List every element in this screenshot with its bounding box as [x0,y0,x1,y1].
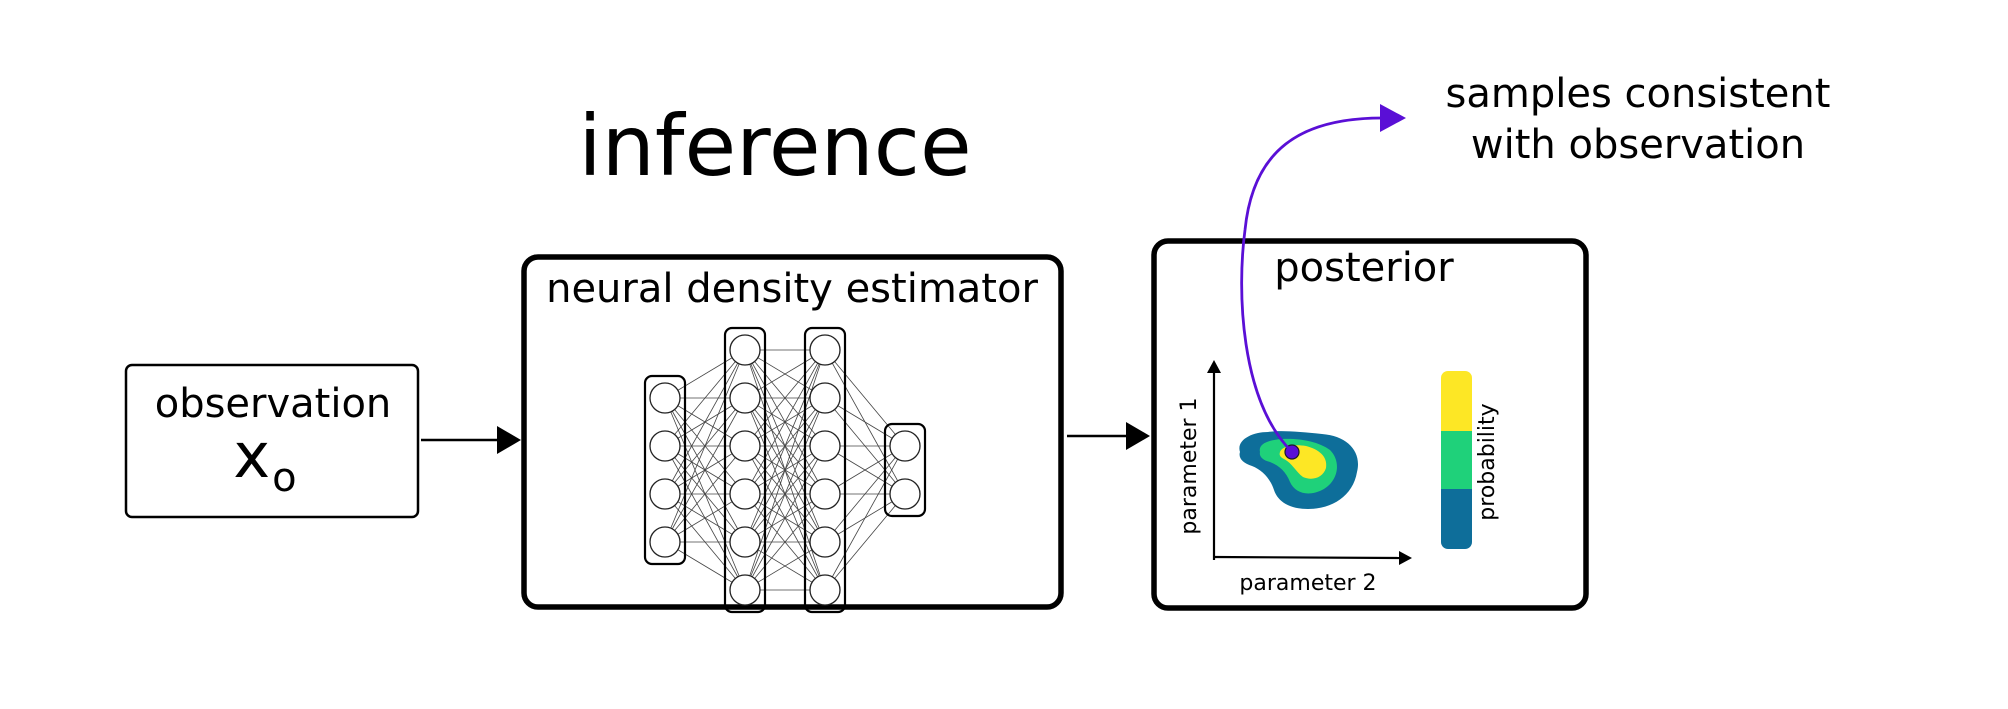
network-node [649,430,681,462]
network-connection [664,445,746,543]
neural-network [643,326,927,614]
network-node [729,478,761,510]
network-node [889,430,921,462]
probability-colorbar [1441,371,1472,549]
arrow-estimator-to-posterior [1067,422,1150,450]
network-connection [664,349,746,447]
sample-arrow [1240,104,1406,453]
network-node [729,334,761,366]
estimator-box: neural density estimator [521,254,1064,614]
network-node [729,382,761,414]
observation-label: observation [155,381,392,427]
network-connection [744,445,826,591]
network-connection [824,349,906,447]
network-node [809,382,841,414]
arrow-observation-to-estimator [421,426,521,454]
network-layer [883,422,927,518]
network-connection [664,397,746,543]
y-axis-label: parameter 1 [1177,397,1202,534]
x-axis-label: parameter 2 [1239,571,1376,596]
annotation-line-2: with observation [1471,122,1805,168]
network-node [729,430,761,462]
network-node [809,526,841,558]
diagram-title: inference [578,97,971,195]
network-node [649,382,681,414]
y-axis-arrowhead [1207,360,1221,373]
network-node [729,574,761,606]
network-node [649,478,681,510]
network-connection [744,493,826,591]
network-connection [744,349,826,495]
posterior-label: posterior [1274,245,1454,291]
network-node [809,574,841,606]
annotation-line-1: samples consistent [1446,71,1831,117]
network-node [889,478,921,510]
network-connection [824,493,906,591]
estimator-label: neural density estimator [546,266,1038,312]
network-connection [744,349,826,543]
network-connection [744,397,826,591]
network-node [729,526,761,558]
observation-symbol: xo [233,419,296,501]
network-connection [664,349,746,543]
colorbar-label: probability [1475,403,1500,520]
network-connection [824,445,906,591]
network-connection [824,445,906,543]
x-axis [1213,555,1401,560]
network-node [649,526,681,558]
network-node [809,478,841,510]
observation-box: observation xo [124,363,420,519]
network-layer [803,326,847,614]
network-layer [723,326,767,614]
posterior-box: posterior parameter 1 parameter 2 probab… [1151,238,1589,611]
network-connection [664,349,746,495]
x-axis-arrowhead [1399,551,1412,565]
network-node [809,334,841,366]
network-connection [744,349,826,447]
network-node [809,430,841,462]
network-layer [643,374,687,566]
